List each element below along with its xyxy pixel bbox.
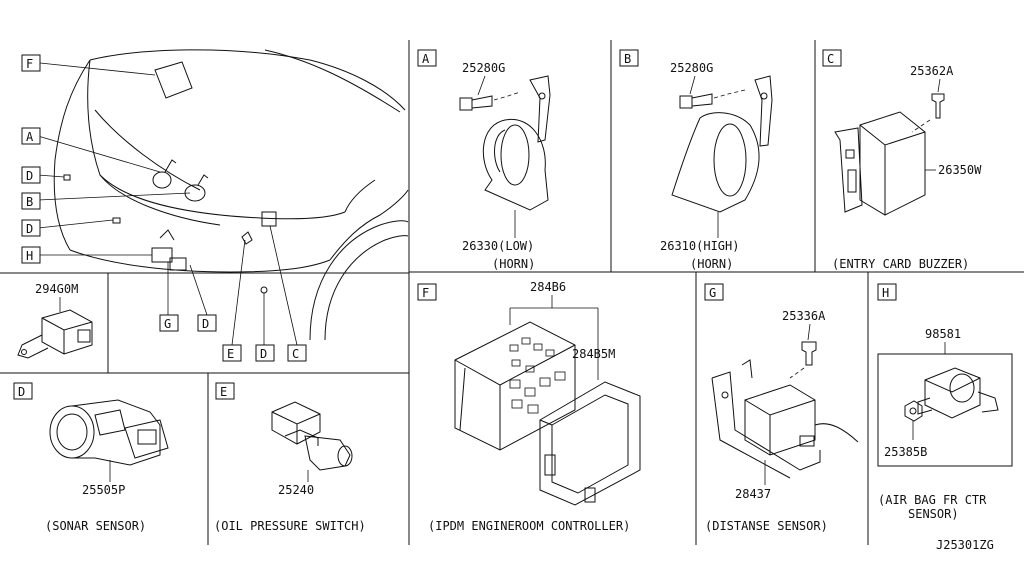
svg-text:(OIL PRESSURE SWITCH): (OIL PRESSURE SWITCH) [214, 519, 366, 533]
svg-text:D: D [18, 385, 25, 399]
callout-H: H [21, 246, 41, 264]
svg-text:F: F [422, 286, 429, 300]
svg-text:D: D [26, 222, 33, 236]
svg-text:H: H [26, 249, 33, 263]
callout-F: F [21, 54, 41, 72]
svg-text:F: F [26, 57, 33, 71]
panel-D-sonar-sensor: D 25505P (SONAR SENSOR) [13, 382, 169, 533]
svg-text:25240: 25240 [278, 483, 314, 497]
drawing-code: J25301ZG [936, 538, 994, 552]
svg-text:25280G: 25280G [670, 61, 713, 75]
svg-text:B: B [26, 195, 33, 209]
panel-C-entry-card-buzzer: C 25362A 26350W (ENTRY CARD BUZZER) [822, 49, 982, 271]
svg-text:26350W: 26350W [938, 163, 982, 177]
svg-text:B: B [624, 52, 631, 66]
svg-text:E: E [227, 347, 234, 361]
panel-G-distance-sensor: G 25336A 28437 (DISTANSE SENSOR) [704, 283, 859, 533]
panel-grid [0, 40, 1024, 545]
svg-text:D: D [26, 169, 33, 183]
vehicle-overview [53, 49, 409, 341]
panel-A-horn-low: A 25280G 26330(LOW) (HORN) [417, 49, 551, 271]
panel-H-airbag-sensor: H 98581 25385B (AIR BAG FR CTR SENSOR) [877, 283, 1013, 521]
svg-text:(SONAR SENSOR): (SONAR SENSOR) [45, 519, 146, 533]
svg-text:A: A [422, 52, 430, 66]
svg-text:E: E [220, 385, 227, 399]
callout-E: E [222, 344, 242, 362]
svg-text:D: D [202, 317, 209, 331]
callout-C: C [287, 344, 307, 362]
callout-D-2: D [21, 219, 41, 237]
callout-D-1: D [21, 166, 41, 184]
svg-text:(IPDM ENGINEROOM CONTROLLER): (IPDM ENGINEROOM CONTROLLER) [428, 519, 630, 533]
svg-text:25505P: 25505P [82, 483, 125, 497]
svg-text:98581: 98581 [925, 327, 961, 341]
callout-D-3: D [197, 314, 217, 332]
svg-text:(DISTANSE SENSOR): (DISTANSE SENSOR) [705, 519, 828, 533]
panel-E-oil-pressure-switch: E 25240 (OIL PRESSURE SWITCH) [214, 382, 366, 533]
svg-text:H: H [882, 286, 889, 300]
panel-B-horn-high: B 25280G 26310(HIGH) (HORN) [619, 49, 773, 271]
callout-G: G [159, 314, 179, 332]
svg-text:25280G: 25280G [462, 61, 505, 75]
svg-text:(ENTRY CARD BUZZER): (ENTRY CARD BUZZER) [832, 257, 969, 271]
svg-text:G: G [709, 286, 716, 300]
callout-B: B [21, 192, 41, 210]
panel-sensor-294g0m: 294G0M [17, 282, 93, 359]
callout-D-4: D [255, 344, 275, 362]
svg-text:28437: 28437 [735, 487, 771, 501]
svg-text:26310(HIGH): 26310(HIGH) [660, 239, 739, 253]
svg-text:294G0M: 294G0M [35, 282, 78, 296]
svg-text:SENSOR): SENSOR) [908, 507, 959, 521]
svg-text:284B5M: 284B5M [572, 347, 615, 361]
panel-F-ipdm: F 284B6 284B5M (IPDM ENGINEROOM CONTROLL… [417, 280, 641, 533]
svg-text:C: C [827, 52, 834, 66]
svg-text:D: D [260, 347, 267, 361]
callout-leaders [37, 62, 298, 346]
svg-text:(HORN): (HORN) [690, 257, 733, 271]
svg-text:C: C [292, 347, 299, 361]
svg-text:(AIR BAG FR CTR: (AIR BAG FR CTR [878, 493, 987, 507]
svg-text:25385B: 25385B [884, 445, 927, 459]
svg-text:26330(LOW): 26330(LOW) [462, 239, 534, 253]
svg-text:(HORN): (HORN) [492, 257, 535, 271]
callout-A: A [21, 127, 41, 145]
svg-text:25362A: 25362A [910, 64, 954, 78]
svg-text:A: A [26, 130, 34, 144]
svg-text:284B6: 284B6 [530, 280, 566, 294]
svg-text:25336A: 25336A [782, 309, 826, 323]
svg-text:G: G [164, 317, 171, 331]
